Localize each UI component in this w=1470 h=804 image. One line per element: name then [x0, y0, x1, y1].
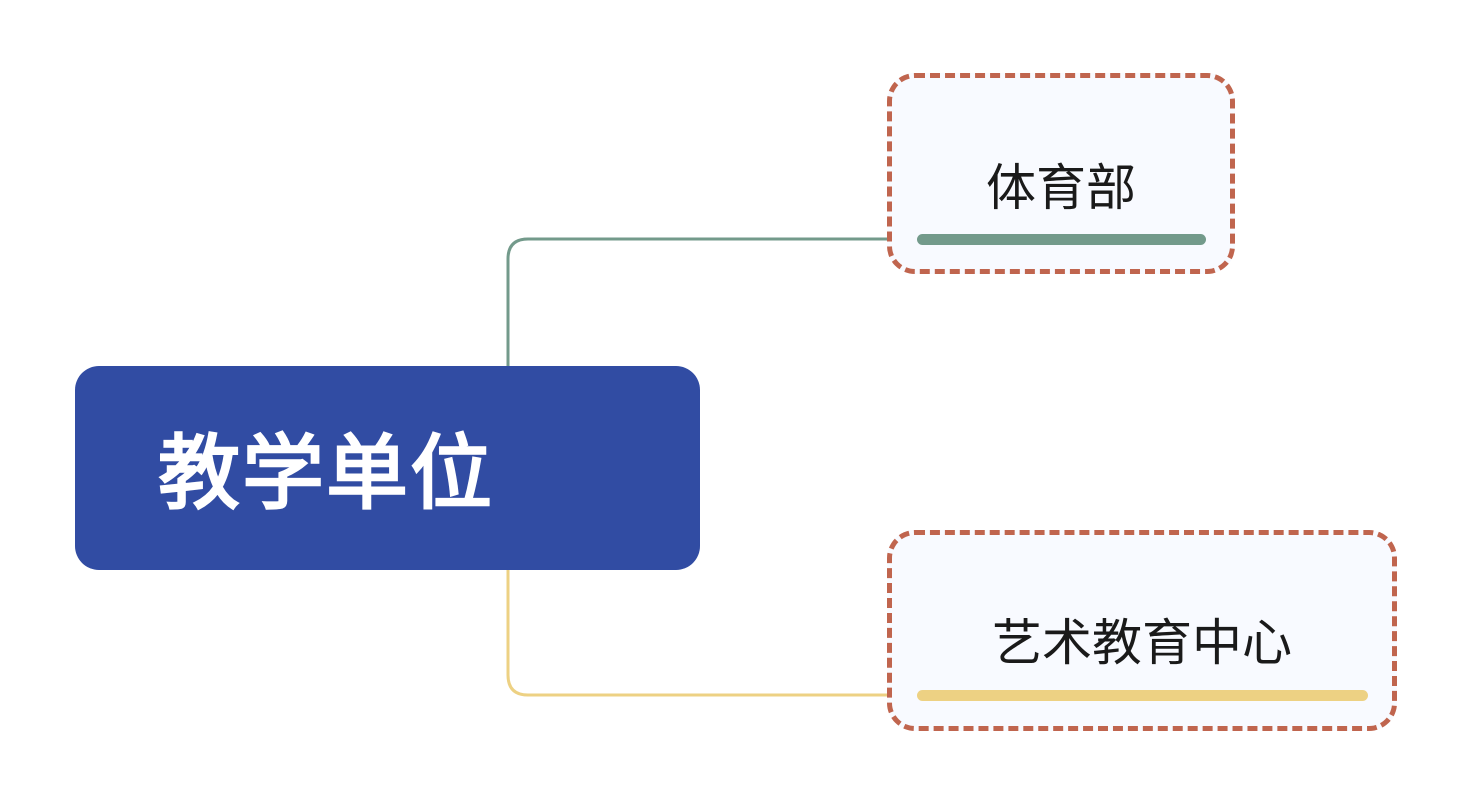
child-node-label: 体育部: [986, 159, 1136, 217]
connector-to-sports: [506, 237, 920, 366]
connector-to-arts: [506, 570, 920, 697]
sports-underline: [917, 234, 1206, 245]
arts-underline: [917, 690, 1368, 701]
root-node[interactable]: [75, 366, 700, 570]
root-node-label: 教学单位: [158, 426, 495, 522]
child-node-label: 艺术教育中心: [992, 614, 1292, 672]
